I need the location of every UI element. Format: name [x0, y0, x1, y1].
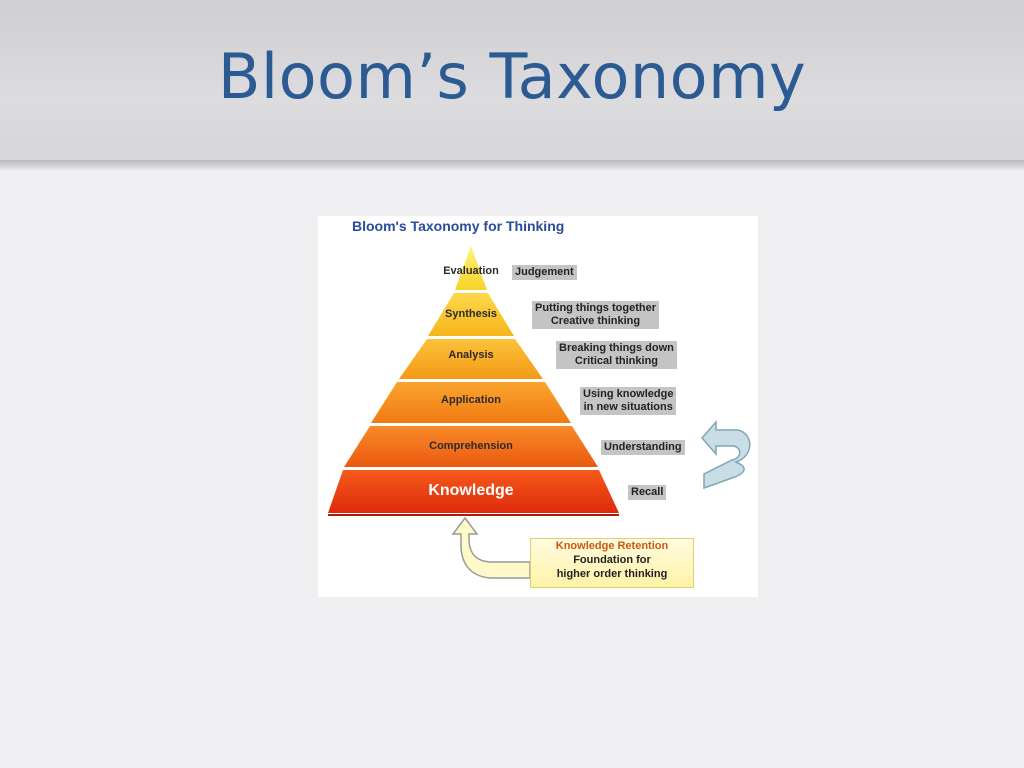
pyramid-layer-analysis — [399, 339, 543, 379]
level-description-comprehension: Understanding — [601, 440, 685, 455]
retention-line-3: higher order thinking — [556, 568, 668, 580]
level-label-analysis: Analysis — [448, 349, 494, 361]
level-label-comprehension: Comprehension — [429, 440, 513, 452]
level-description-analysis: Breaking things down Critical thinking — [556, 341, 677, 369]
level-description-evaluation: Judgement — [512, 265, 577, 280]
slide-header-band — [0, 0, 1024, 166]
pyramid-layer-comprehension — [344, 426, 598, 467]
pyramid-layer-application — [371, 382, 571, 423]
pyramid-graphic — [328, 246, 751, 579]
level-description-knowledge: Recall — [628, 485, 667, 500]
retention-arrow-icon — [451, 516, 531, 579]
level-description-synthesis: Putting things together Creative thinkin… — [532, 301, 659, 329]
slide-title: Bloom’s Taxonomy — [217, 40, 807, 113]
pyramid-layer-evaluation — [455, 246, 487, 290]
level-label-knowledge: Knowledge — [428, 482, 514, 499]
knowledge-retention-box: Knowledge Retention Foundation for highe… — [530, 538, 694, 588]
pyramid-layer-synthesis — [428, 293, 514, 336]
bloom-pyramid-diagram: Bloom's Taxonomy for Thinking Evaluation… — [318, 216, 758, 597]
level-label-application: Application — [441, 394, 501, 406]
slide-header-divider — [0, 160, 1024, 170]
level-description-application: Using knowledge in new situations — [580, 387, 677, 415]
retention-line-1: Knowledge Retention — [555, 540, 669, 552]
pyramid-layer-knowledge — [328, 470, 619, 513]
level-label-evaluation: Evaluation — [443, 265, 499, 277]
retention-line-2: Foundation for — [573, 554, 651, 566]
diagram-title: Bloom's Taxonomy for Thinking — [352, 218, 565, 234]
level-label-synthesis: Synthesis — [445, 308, 497, 320]
pyramid-layers — [328, 246, 619, 516]
cycle-arrow-icon — [701, 420, 751, 490]
